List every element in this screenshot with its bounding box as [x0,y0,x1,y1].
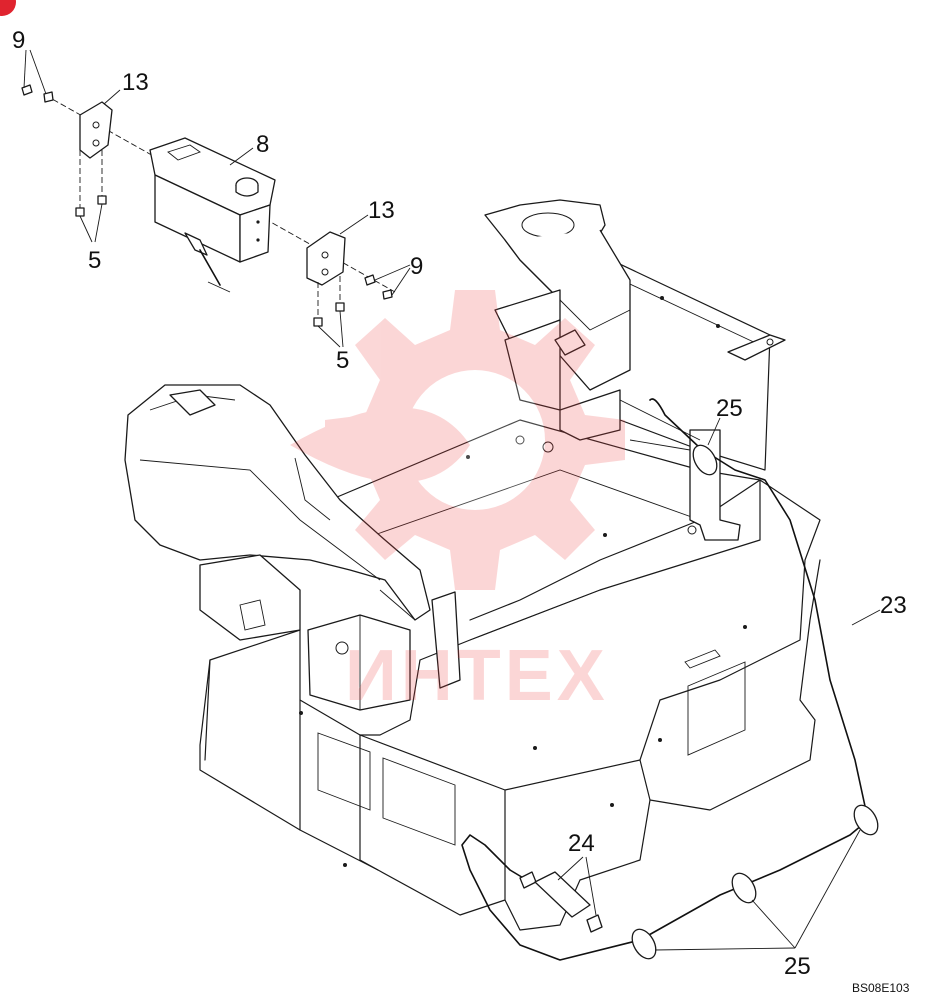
screws-5-left [75,150,107,217]
monitor-assembly [21,84,396,327]
callout-25-top: 25 [716,395,743,422]
callout-13-top: 13 [122,69,149,96]
corner-badge [0,0,16,16]
screws-5-right [313,276,345,327]
bolts-9-top [21,84,54,103]
callout-9-right: 9 [410,253,423,280]
watermark: ИНТЕХ [290,290,625,716]
callouts: 9 13 8 5 13 9 5 25 23 24 25 BS08E103 [12,27,910,995]
cable-23 [461,398,869,961]
callout-23: 23 [880,592,907,619]
clamp-25-c [731,872,757,904]
bracket-left [79,101,113,159]
connector-24 [519,871,603,933]
drawing-code: BS08E103 [852,981,910,995]
clamp-25-a [692,444,718,476]
callout-5-left: 5 [88,247,101,274]
gear-icon [325,290,625,590]
watermark-text: ИНТЕХ [345,636,609,716]
callout-9-top: 9 [12,27,25,54]
callout-13-right: 13 [368,197,395,224]
bracket-right [306,231,346,286]
bolts-9-right [364,274,393,300]
callout-25-bottom: 25 [784,953,811,980]
clamp-25-b [853,804,879,836]
support-tower [484,199,741,541]
callout-24: 24 [568,830,595,857]
callout-5-right: 5 [336,347,349,374]
clamp-25-d [631,928,657,960]
seat-base [124,384,461,711]
callout-8: 8 [256,131,269,158]
leader-lines [23,49,881,951]
cable-harness [461,398,879,961]
machine-frame [199,249,821,931]
